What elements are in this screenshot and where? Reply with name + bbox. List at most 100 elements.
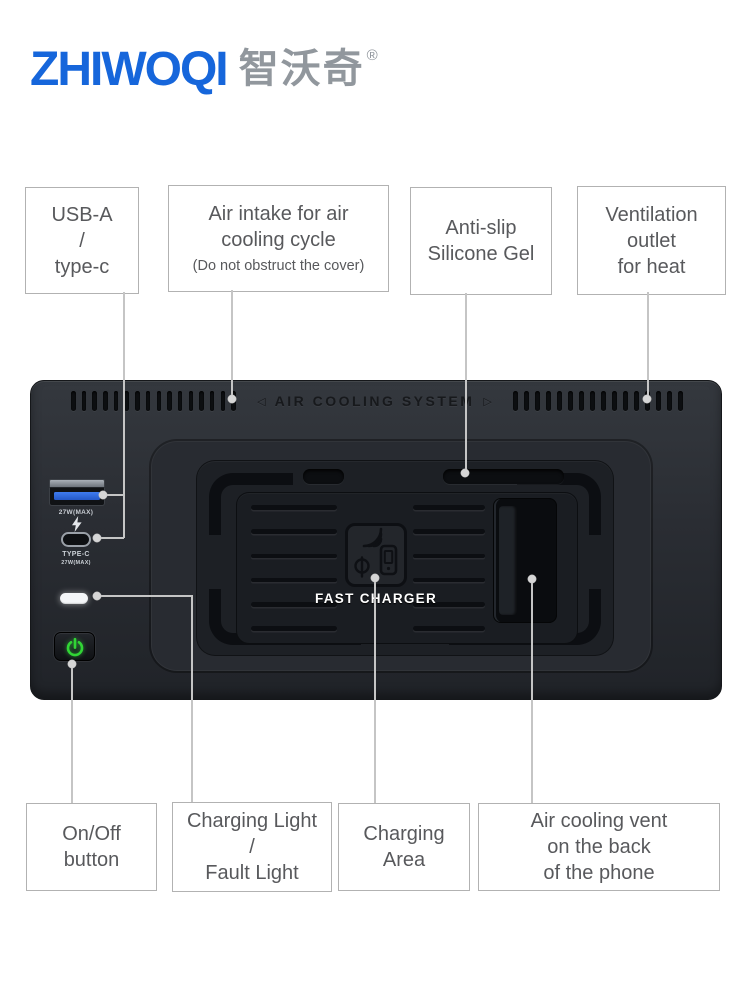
- callout-charging-light: Charging Light / Fault Light: [172, 802, 332, 892]
- grip-rib: [251, 529, 337, 534]
- cooling-fin: [499, 506, 517, 615]
- fast-charger-label: FAST CHARGER: [314, 591, 438, 606]
- vent-slit: [199, 391, 204, 411]
- vent-slit: [513, 391, 518, 411]
- mat-corner-bumper: [209, 473, 293, 535]
- wireless-charging-glyph: [354, 527, 398, 578]
- vent-slit: [220, 391, 226, 411]
- vent-slit: [612, 391, 617, 411]
- grip-rib: [251, 505, 337, 510]
- grip-rib: [413, 505, 485, 510]
- grip-rib: [413, 529, 485, 534]
- callout-on-off-button: On/Off button: [26, 803, 157, 891]
- vent-slit: [524, 391, 529, 411]
- vent-slit: [81, 391, 87, 411]
- callout-line: Ventilation: [605, 203, 698, 226]
- vent-slit: [623, 391, 628, 411]
- callout-line: USB-A: [51, 203, 113, 226]
- vent-slit: [135, 391, 140, 411]
- callout-usb-typec: USB-A / type-c: [25, 187, 139, 294]
- callout-line: Silicone Gel: [427, 243, 535, 265]
- vent-slit: [145, 391, 151, 411]
- cooling-vent-recess: [493, 498, 557, 623]
- callout-note: (Do not obstruct the cover): [192, 258, 365, 274]
- grip-rib: [413, 553, 485, 559]
- callout-line: Air intake for air: [208, 203, 349, 225]
- vent-slit: [667, 391, 672, 411]
- usb-a-blue-tongue: [54, 492, 100, 500]
- callout-line: type-c: [54, 255, 110, 278]
- callout-air-cooling-vent: Air cooling vent on the back of the phon…: [478, 803, 720, 891]
- grip-rib: [413, 602, 485, 607]
- callout-line: Charging: [363, 823, 445, 845]
- callout-charging-area: Charging Area: [338, 803, 470, 891]
- callout-line: On/Off: [62, 823, 121, 845]
- vent-slit: [678, 391, 683, 411]
- callout-line: for heat: [617, 255, 686, 278]
- vent-slit: [568, 391, 573, 411]
- vent-slit: [656, 391, 661, 411]
- vent-slit: [601, 391, 606, 411]
- heat-outlet-vents: [513, 391, 683, 411]
- left-arrow-icon: ◁: [257, 395, 266, 408]
- vent-slit: [579, 391, 584, 411]
- callout-air-intake: Air intake for air cooling cycle (Do not…: [168, 185, 389, 292]
- vent-slit: [177, 391, 183, 411]
- callout-line: on the back: [547, 836, 651, 858]
- led-indicator: [60, 593, 88, 604]
- right-arrow-icon: ▷: [483, 395, 492, 408]
- anti-slip-gel-strip-large: [443, 469, 564, 484]
- vent-slit: [113, 391, 119, 411]
- ribbed-grip-pad: FAST CHARGER: [237, 493, 577, 643]
- usb-a-slot: [49, 487, 105, 506]
- callout-line: /: [79, 229, 85, 252]
- vent-slit: [92, 391, 97, 411]
- callout-line: Fault Light: [205, 862, 299, 884]
- vent-slit: [156, 391, 161, 411]
- usb-a-port: [49, 479, 105, 506]
- vent-slit: [124, 391, 129, 411]
- wireless-charging-icon: [345, 523, 407, 587]
- vent-slit: [645, 391, 650, 411]
- usb-power-label: 27W(MAX): [58, 509, 94, 516]
- vent-slit: [590, 391, 595, 411]
- grip-rib: [251, 602, 337, 607]
- type-c-label: TYPE-C: [62, 551, 90, 558]
- callout-line: cooling cycle: [221, 229, 336, 251]
- wireless-charger-device: ◁ AIR COOLING SYSTEM ▷: [30, 380, 722, 700]
- vent-slit: [71, 391, 76, 411]
- usb-a-housing: [49, 479, 105, 487]
- grip-rib: [251, 626, 337, 631]
- brand-wordmark: ZHIWOQI: [30, 43, 229, 96]
- vent-slit: [209, 391, 215, 411]
- vent-slit: [103, 391, 108, 411]
- vent-slit: [188, 391, 194, 411]
- callout-line: Anti-slip: [445, 217, 517, 239]
- grip-ribs-right: [413, 505, 485, 631]
- vent-slit: [546, 391, 551, 411]
- grip-rib: [251, 553, 337, 559]
- lightning-bolt-icon: [72, 516, 82, 532]
- grip-rib: [251, 577, 337, 583]
- callout-line: of the phone: [543, 862, 655, 884]
- grip-rib: [413, 626, 485, 631]
- logo: ZHIWOQI 智沃奇 ®: [30, 46, 378, 98]
- anti-slip-gel-strip-small: [303, 469, 344, 484]
- type-c-port: [61, 532, 91, 547]
- air-cooling-banner: ◁ AIR COOLING SYSTEM ▷: [236, 390, 513, 412]
- callout-line: Air cooling vent: [530, 810, 668, 832]
- grip-rib: [413, 577, 485, 583]
- callout-line: Charging Light: [186, 810, 318, 832]
- brand-chinese-name: 智沃奇: [238, 47, 365, 91]
- vent-slit: [167, 391, 172, 411]
- air-cooling-label: AIR COOLING SYSTEM: [274, 393, 475, 409]
- air-intake-vents: [71, 391, 236, 411]
- callout-line: button: [63, 849, 120, 871]
- vent-slit: [535, 391, 540, 411]
- vent-slit: [634, 391, 639, 411]
- callout-ventilation-outlet: Ventilation outlet for heat: [577, 186, 726, 295]
- grip-ribs-left: [251, 505, 337, 631]
- callout-line: /: [249, 836, 255, 858]
- callout-line: outlet: [627, 229, 676, 252]
